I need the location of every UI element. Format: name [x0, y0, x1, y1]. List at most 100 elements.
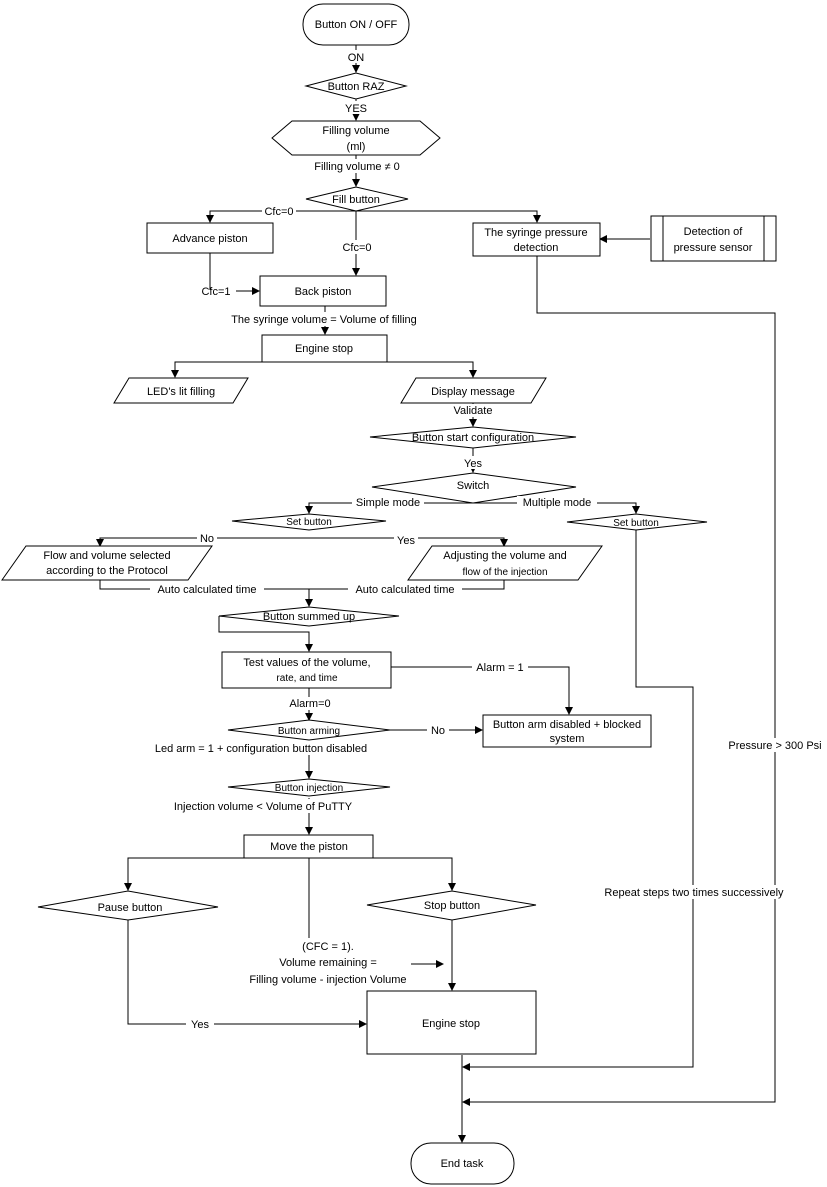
leds-parallelogram: [113, 377, 249, 404]
auto-time-left-label: Auto calculated time: [157, 584, 256, 596]
summed-up-label: Button summed up: [263, 611, 355, 623]
yes-pause-label: Yes: [191, 1019, 209, 1031]
injection-label: Button injection: [275, 783, 343, 794]
syringe-pressure-label-2: detection: [514, 242, 559, 254]
connector-move-stop: [309, 857, 456, 891]
engine-stop-label-1: Engine stop: [295, 343, 353, 355]
connector-move-pause: [124, 857, 309, 891]
move-piston-box: [243, 834, 374, 859]
start-config-label: Button start configuration: [412, 432, 534, 444]
yes-set-label: Yes: [397, 535, 415, 547]
connector-set-flow: [96, 537, 309, 547]
no-arming-label: No: [431, 725, 445, 737]
led-arm-label: Led arm = 1 + configuration button disab…: [155, 743, 367, 755]
connector-pressure-loop: [462, 256, 776, 1106]
syringe-pressure-label-1: The syringe pressure: [484, 227, 587, 239]
start-terminal: [302, 3, 410, 46]
set-button-right-decision: [566, 513, 708, 531]
filling-volume-label-2: (ml): [347, 141, 366, 153]
connector-multiple-loop: [462, 530, 694, 1071]
raz-decision: [304, 72, 408, 100]
leds-label: LED's lit filling: [147, 386, 215, 398]
test-values-label-2: rate, and time: [276, 673, 338, 684]
connector-fill-advance: [206, 210, 356, 223]
pause-label: Pause button: [98, 902, 163, 914]
flow-volume-parallelogram: [1, 545, 213, 581]
cfc-remaining-label-3: Filling volume - injection Volume: [249, 974, 406, 986]
test-values-label-1: Test values of the volume,: [243, 657, 370, 669]
set-button-left-decision: [231, 513, 387, 531]
set-button-left-label: Set button: [286, 517, 332, 528]
no-set-label: No: [200, 533, 214, 545]
pressure-label: Pressure > 300 Psi: [728, 740, 821, 752]
simple-mode-label: Simple mode: [356, 497, 420, 509]
stop-decision: [366, 890, 537, 921]
detection-sensor-box: [650, 215, 777, 262]
engine-stop-label-2: Engine stop: [422, 1018, 480, 1030]
cfc0-left-label: Cfc=0: [264, 206, 293, 218]
set-button-right-label: Set button: [613, 518, 659, 529]
cfc-remaining-label-1: (CFC = 1).: [302, 941, 354, 953]
arm-disabled-label-1: Button arm disabled + blocked: [493, 719, 641, 731]
arming-decision: [227, 719, 391, 741]
cfc1-label: Cfc=1: [201, 286, 230, 298]
multiple-mode-label: Multiple mode: [523, 497, 591, 509]
alarm1-label: Alarm = 1: [476, 662, 523, 674]
edge-labels: ON YES Filling volume ≠ 0 Cfc=0 Cfc=0 Cf…: [150, 50, 826, 1031]
connector-test-alarm1: [391, 666, 573, 715]
yes-start-label: Yes: [464, 458, 482, 470]
back-piston-box: [259, 275, 387, 307]
display-parallelogram: [400, 377, 547, 404]
syringe-equals-label: The syringe volume = Volume of filling: [231, 314, 417, 326]
fill-button-label: Fill button: [332, 194, 380, 206]
pause-decision: [37, 890, 219, 921]
alarm0-label: Alarm=0: [289, 698, 330, 710]
engine-stop-box-1: [261, 334, 388, 363]
start-config-decision: [369, 426, 577, 449]
arm-disabled-box: [482, 714, 652, 748]
connector-engine-leds: [171, 361, 325, 378]
cfc-remaining-label-2: Volume remaining =: [279, 957, 377, 969]
connector-summed-test: [218, 616, 313, 652]
adjusting-label-2: flow of the injection: [462, 567, 547, 578]
engine-stop-box-2: [366, 990, 537, 1055]
stop-label: Stop button: [424, 900, 480, 912]
cfc0-mid-label: Cfc=0: [342, 242, 371, 254]
raz-label: Button RAZ: [328, 81, 385, 93]
auto-time-right-label: Auto calculated time: [355, 584, 454, 596]
back-piston-label: Back piston: [295, 286, 352, 298]
on-label: ON: [348, 52, 365, 64]
display-message-label: Display message: [431, 386, 515, 398]
end-label: End task: [441, 1158, 484, 1170]
end-terminal: [410, 1142, 515, 1185]
advance-piston-box: [146, 222, 274, 254]
fill-decision: [305, 186, 409, 212]
injection-decision: [227, 778, 391, 797]
adjusting-label-1: Adjusting the volume and: [443, 550, 567, 562]
adjusting-parallelogram: [407, 545, 603, 581]
node-texts: Button ON / OFF Button RAZ Filling volum…: [43, 19, 752, 1170]
flow-volume-label-1: Flow and volume selected: [43, 550, 170, 562]
connector-engine-display: [325, 361, 477, 378]
arming-label: Button arming: [278, 726, 340, 737]
detection-sensor-label-2: pressure sensor: [674, 242, 753, 254]
detection-sensor-label-1: Detection of: [684, 226, 744, 238]
switch-decision: [371, 472, 577, 504]
move-piston-label: Move the piston: [270, 841, 348, 853]
shapes: [1, 3, 777, 1185]
connector-pause-engine: [127, 920, 367, 1028]
start-label: Button ON / OFF: [315, 19, 398, 31]
validate-label: Validate: [454, 405, 493, 417]
filling-volume-label-1: Filling volume: [322, 125, 389, 137]
connector-fill-pressure: [356, 210, 541, 223]
switch-label: Switch: [457, 480, 489, 492]
advance-piston-label: Advance piston: [172, 233, 247, 245]
syringe-pressure-box: [472, 222, 601, 257]
filling-volume-input: [271, 120, 441, 156]
test-values-box: [221, 651, 392, 689]
filling-nonzero-label: Filling volume ≠ 0: [314, 161, 400, 173]
repeat-label: Repeat steps two times successively: [604, 887, 784, 899]
injection-volume-label: Injection volume < Volume of PuTTY: [174, 801, 353, 813]
connector-set-adjust: [309, 537, 508, 547]
